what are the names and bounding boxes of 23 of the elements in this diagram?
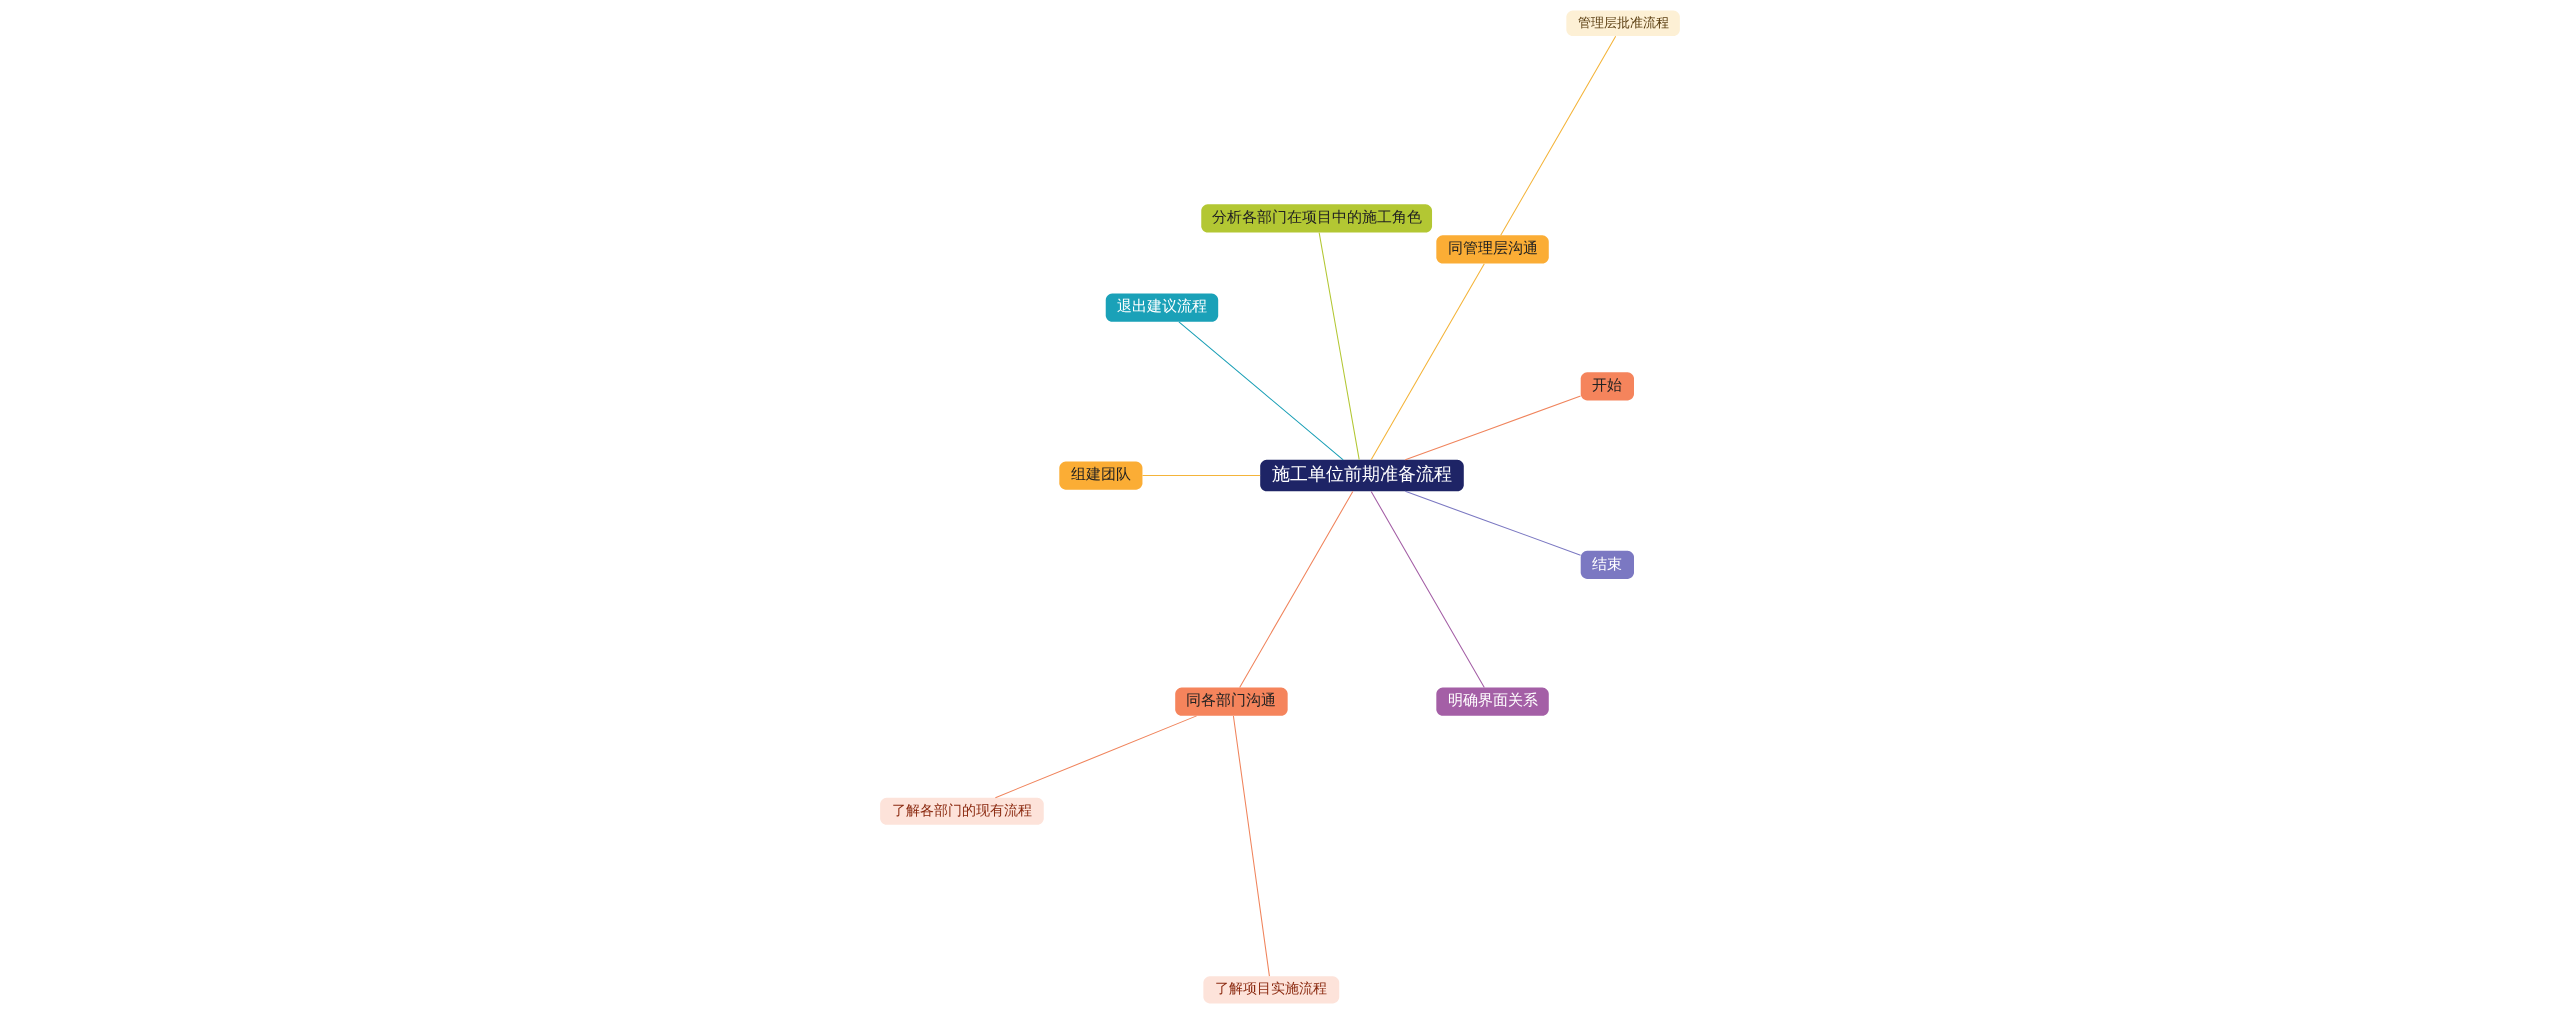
- connector: [1318, 232, 1360, 461]
- connector: [1370, 263, 1485, 461]
- node-box: 组建团队: [1059, 461, 1143, 490]
- node-box: 结束: [1580, 550, 1634, 579]
- connector: [994, 715, 1198, 799]
- node-box: 了解各部门的现有流程: [880, 797, 1044, 825]
- node-box: 开始: [1580, 372, 1634, 401]
- node-box: 分析各部门在项目中的施工角色: [1201, 204, 1433, 233]
- node-box: 退出建议流程: [1105, 293, 1219, 322]
- connector: [1232, 715, 1270, 977]
- node-box: 施工单位前期准备流程: [1260, 459, 1464, 492]
- connector: [1141, 475, 1261, 477]
- connector: [1178, 321, 1344, 461]
- node-box: 同各部门沟通: [1175, 687, 1288, 716]
- node-box: 了解项目实施流程: [1203, 976, 1340, 1004]
- connector: [1370, 490, 1485, 688]
- connector: [1404, 490, 1582, 556]
- node-box: 管理层批准流程: [1566, 10, 1680, 37]
- connector: [1404, 395, 1582, 461]
- connector: [1500, 35, 1617, 236]
- connector: [1239, 490, 1354, 688]
- node-box: 同管理层沟通: [1436, 235, 1549, 264]
- node-box: 明确界面关系: [1436, 687, 1549, 716]
